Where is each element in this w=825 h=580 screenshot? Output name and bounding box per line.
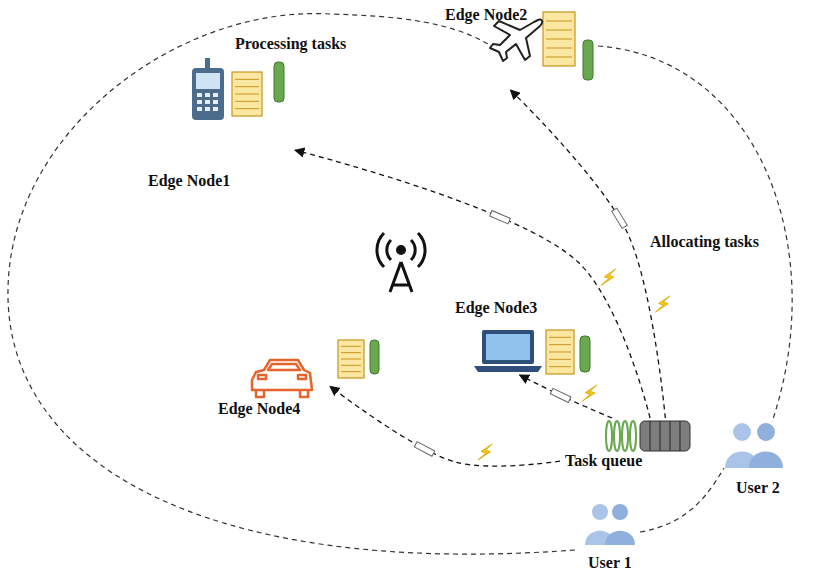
server-slot	[235, 86, 259, 87]
server-slot	[235, 101, 259, 102]
edge-node: Edge Node2	[440, 5, 600, 90]
server-box	[543, 12, 575, 66]
server-slot	[341, 346, 361, 347]
wireless-bolt	[478, 441, 493, 463]
queue-icon	[606, 421, 690, 451]
server-slot	[341, 352, 361, 353]
server-slot	[235, 94, 259, 95]
plane-icon	[490, 19, 542, 61]
task-packet	[550, 388, 571, 402]
node-label: Edge Node1	[148, 171, 230, 191]
allocation-arrow	[510, 90, 665, 418]
allocation-arrow	[520, 375, 612, 418]
server-slot	[549, 359, 571, 360]
server-slot	[235, 79, 259, 80]
node-label: Edge Node3	[455, 298, 537, 318]
task-queue: Task queue	[560, 418, 695, 472]
server-slot	[549, 352, 571, 353]
node-label: Edge Node4	[218, 399, 300, 419]
server-slot	[341, 371, 361, 372]
server-slot	[341, 359, 361, 360]
node-label: Task queue	[565, 451, 642, 471]
processor-unit	[370, 340, 379, 374]
server-slot	[546, 39, 572, 40]
server-slot	[549, 337, 571, 338]
base-station	[377, 233, 425, 292]
server-slot	[546, 48, 572, 49]
laptop-icon	[474, 330, 542, 372]
network-loop	[8, 14, 792, 555]
edge-node: Edge Node4	[215, 335, 330, 425]
task-packet	[490, 211, 511, 224]
server-slot	[546, 30, 572, 31]
node-label: User 2	[736, 478, 780, 498]
processor-unit	[583, 40, 593, 80]
server-slot	[235, 108, 259, 109]
wireless-bolt	[582, 382, 597, 404]
allocation-arrow	[330, 386, 560, 466]
processor-unit	[580, 336, 590, 372]
server-box	[338, 340, 364, 378]
server-slot	[546, 21, 572, 22]
annotation: Processing tasks	[233, 34, 348, 54]
node-label: Edge Node2	[445, 5, 527, 25]
server-slot	[341, 365, 361, 366]
node-label: User 1	[588, 553, 632, 573]
car-icon	[252, 360, 312, 397]
user-icon	[725, 423, 783, 468]
wireless-bolt	[656, 293, 671, 315]
server-icon	[232, 12, 593, 378]
user-group: User 1	[572, 498, 647, 576]
edge-node: Edge Node3	[450, 298, 595, 375]
allocation-arrow	[295, 150, 650, 418]
server-slot	[549, 366, 571, 367]
processor-unit	[274, 62, 284, 102]
server-slot	[549, 344, 571, 345]
edge-node: Edge Node1	[145, 55, 295, 195]
task-packet	[414, 442, 434, 457]
annotation: Allocating tasks	[648, 232, 761, 252]
server-box	[546, 330, 574, 374]
wireless-bolt	[601, 266, 616, 288]
user-group: User 2	[715, 420, 800, 502]
server-slot	[546, 57, 572, 58]
user-icon	[585, 504, 635, 545]
server-box	[232, 72, 262, 116]
task-packet	[612, 208, 628, 228]
phone-icon	[192, 58, 224, 120]
